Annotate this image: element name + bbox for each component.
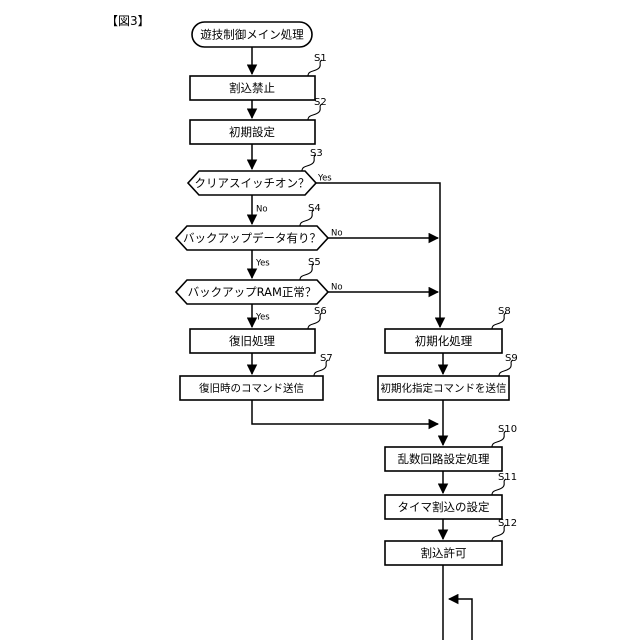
node-s1: 割込禁止 [189,75,316,101]
branch-label-s5-no: No [331,283,343,293]
node-s2-label: 初期設定 [229,125,275,139]
node-s11: タイマ割込の設定 [384,494,503,520]
step-id-s11: S11 [498,472,517,483]
node-s4: バックアップデータ有り？ [174,225,330,251]
branch-label-s4-no: No [331,229,343,239]
node-s9-label: 初期化指定コマンドを送信 [381,382,507,395]
step-id-s10: S10 [498,424,517,435]
step-id-s5: S5 [308,257,321,268]
node-s3-label: クリアスイッチオン？ [195,176,310,190]
branch-label-s3-no: No [256,205,268,215]
leader-s2 [307,103,323,121]
node-s10-label: 乱数回路設定処理 [398,452,490,466]
leader-s4 [299,209,315,227]
node-s10: 乱数回路設定処理 [384,446,503,472]
node-s7-label: 復旧時のコマンド送信 [199,382,304,395]
node-s5-label: バックアップRAM正常？ [188,285,317,299]
leader-s9 [498,359,514,377]
edge-s7-to-trunk [251,400,440,430]
step-id-s7: S7 [320,353,333,364]
branch-label-s4-yes: Yes [255,259,270,269]
node-s3: クリアスイッチオン？ [186,170,318,196]
step-id-s4: S4 [308,203,321,214]
edge-s3-yes-to-s8 [316,182,446,329]
step-id-s1: S1 [314,53,327,64]
node-s8-label: 初期化処理 [415,334,473,348]
node-s12-label: 割込許可 [421,546,467,560]
leader-s8 [491,312,507,330]
step-id-s8: S8 [498,306,511,317]
node-s4-label: バックアップデータ有り？ [183,231,321,245]
leader-s7 [313,359,329,377]
leader-s1 [307,59,323,77]
step-id-s6: S6 [314,306,327,317]
figure-number-label: 【図3】 [106,14,150,28]
leader-s3 [301,154,317,172]
node-s5: バックアップRAM正常？ [174,279,330,305]
node-s9: 初期化指定コマンドを送信 [377,375,510,401]
leader-s6 [307,312,323,330]
node-s7: 復旧時のコマンド送信 [179,375,324,401]
node-start-label: 遊技制御メイン処理 [200,28,304,42]
node-s8: 初期化処理 [384,328,503,354]
node-s1-label: 割込禁止 [229,81,275,95]
leader-s11 [491,478,507,496]
node-s6-label: 復旧処理 [229,334,275,348]
leader-s5 [299,263,315,281]
node-s12: 割込許可 [384,540,503,566]
step-id-s12: S12 [498,518,517,529]
branch-label-s5-yes: Yes [255,313,270,323]
leader-s10 [491,430,507,448]
edge-loop-back [447,593,473,640]
step-id-s9: S9 [505,353,518,364]
node-s6: 復旧処理 [189,328,316,354]
branch-label-s3-yes: Yes [317,174,332,184]
node-s2: 初期設定 [189,119,316,145]
node-start: 遊技制御メイン処理 [191,21,313,48]
step-id-s3: S3 [310,148,323,159]
leader-s12 [491,524,507,542]
step-id-s2: S2 [314,97,327,108]
node-s11-label: タイマ割込の設定 [398,500,490,514]
